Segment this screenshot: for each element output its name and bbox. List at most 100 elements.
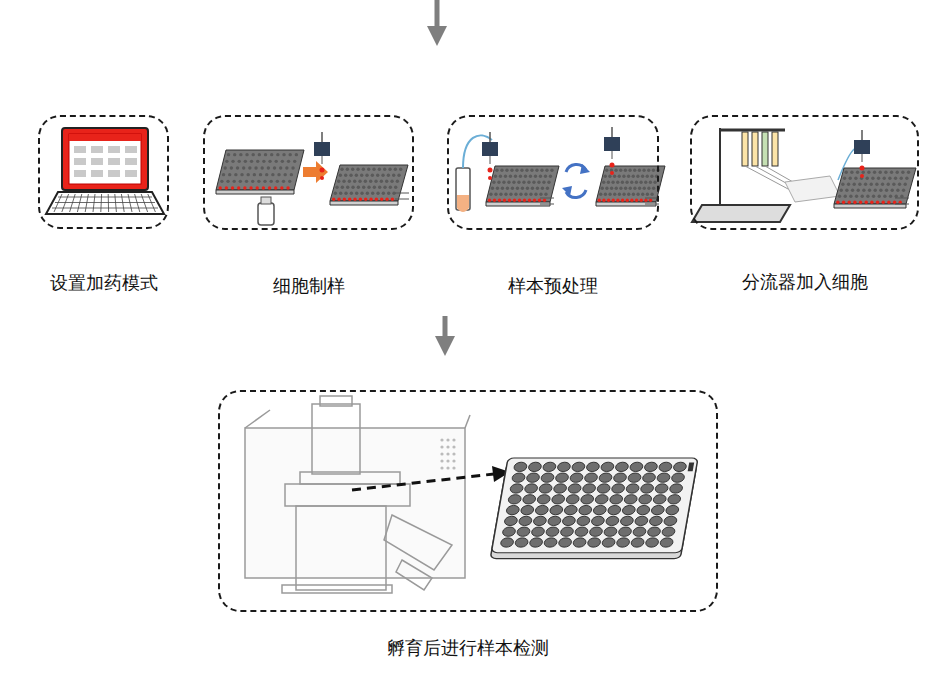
drawing-part [849, 195, 852, 198]
drawing-part [216, 150, 304, 190]
drawing-part [882, 201, 885, 204]
drawing-part [277, 173, 280, 176]
drawing-part [645, 198, 659, 199]
drawing-part [540, 198, 554, 199]
drawing-part [452, 459, 455, 462]
drawing-part [671, 473, 685, 482]
drawing-part [257, 180, 260, 183]
drawing-part [543, 199, 546, 202]
drawing-part [531, 187, 534, 190]
drawing-part [853, 183, 856, 186]
drawing-part [878, 195, 881, 198]
drawing-part [636, 175, 639, 178]
drawing-part [320, 176, 324, 180]
drawing-part [635, 199, 638, 202]
drawing-part [669, 484, 683, 493]
drawing-part [374, 180, 377, 183]
drawing-part [652, 169, 655, 172]
drawing-part [239, 153, 242, 156]
drawing-part [486, 166, 559, 202]
drawing-part [529, 175, 532, 178]
drawing-part [231, 160, 234, 163]
drawing-part [62, 194, 69, 212]
drawing-part [879, 189, 882, 192]
drawing-part [282, 153, 285, 156]
drawing-part [372, 168, 375, 171]
drawing-part [881, 183, 884, 186]
drawing-part [273, 166, 276, 169]
drawing-part [632, 193, 635, 196]
drawing-part [360, 192, 363, 195]
drawing-part [491, 458, 698, 553]
drawing-part [551, 495, 565, 504]
drawing-part [135, 194, 140, 212]
orange-arrow [303, 161, 328, 183]
drawing-part [54, 194, 62, 212]
drawing-part [108, 194, 109, 212]
drawing-part [346, 186, 349, 189]
drawing-part [610, 163, 615, 168]
drawing-part [524, 484, 538, 493]
drawing-part [375, 198, 378, 201]
drawing-part [376, 192, 379, 195]
drawing-part [896, 171, 899, 174]
drawing-part [571, 462, 585, 471]
dispenser-head [604, 127, 659, 204]
drawing-part [898, 183, 901, 186]
drawing-part [388, 168, 391, 171]
drawing-part [334, 192, 337, 195]
drawing-part [626, 484, 640, 493]
drawing-part [357, 186, 360, 189]
drawing-part [531, 527, 545, 536]
drawing-part [395, 199, 409, 200]
drawing-part [538, 199, 541, 202]
drawing-part [524, 193, 527, 196]
drawing-part [339, 192, 342, 195]
drawing-part [222, 173, 225, 176]
drawing-part [612, 151, 613, 159]
drawing-part [853, 201, 856, 204]
drawing-part [656, 473, 670, 482]
drawing-part [658, 462, 672, 471]
drawing-part [225, 186, 228, 189]
drawing-part [382, 192, 385, 195]
drawing-part [864, 183, 867, 186]
drawing-part [497, 181, 500, 184]
drawing-part [630, 199, 633, 202]
drawing-part [488, 176, 492, 180]
drawing-part [645, 538, 659, 547]
drawing-part [380, 198, 383, 201]
well-plate [834, 168, 916, 208]
drawing-part [369, 198, 372, 201]
drawing-part [640, 199, 643, 202]
drawing-part [888, 177, 891, 180]
drawing-part [574, 527, 588, 536]
drawing-part [395, 193, 409, 194]
drawing-part [367, 186, 370, 189]
drawing-part [892, 183, 895, 186]
drawing-part [489, 132, 491, 142]
step-label: 样本预处理 [508, 274, 598, 298]
drawing-part [226, 180, 229, 183]
drawing-part [350, 192, 353, 195]
large-well-plate [490, 458, 698, 559]
drawing-part [525, 169, 528, 172]
drawing-part [535, 169, 538, 172]
drawing-part [256, 186, 259, 189]
drawing-part [440, 459, 443, 462]
drawing-part [883, 177, 886, 180]
drawing-part [510, 484, 524, 493]
drawing-part [385, 198, 388, 201]
drawing-part [262, 186, 265, 189]
drawing-part [601, 538, 615, 547]
drawing-part [644, 199, 647, 202]
drawing-part [440, 438, 443, 441]
drawing-part [52, 208, 158, 209]
drawing-part [542, 181, 545, 184]
drawing-part [514, 175, 517, 178]
drawing-part [605, 516, 619, 525]
drawing-part [901, 171, 904, 174]
drawing-part [549, 505, 563, 514]
drawing-part [895, 198, 909, 199]
